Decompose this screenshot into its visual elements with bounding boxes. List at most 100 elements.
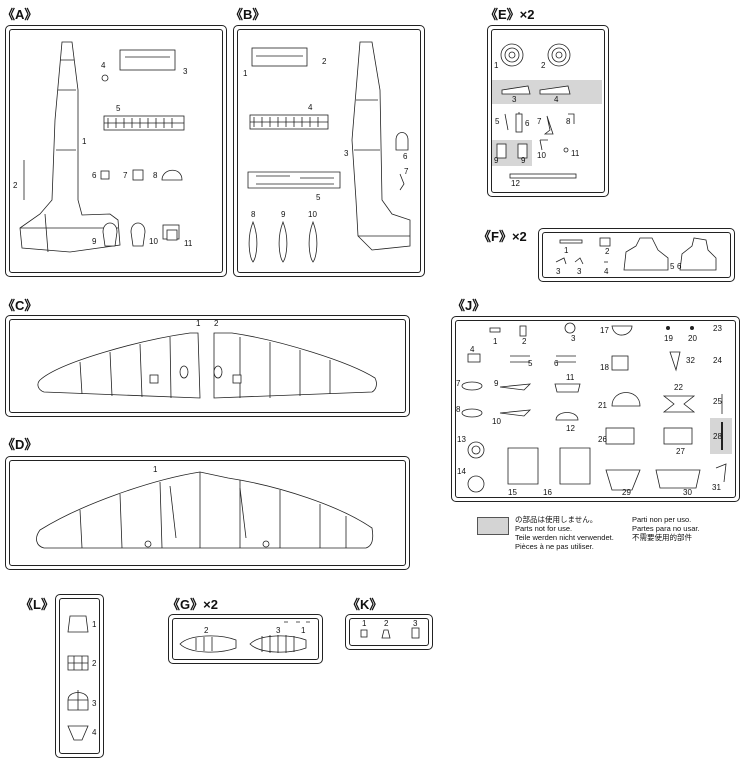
j-part-16: 16 [543,488,552,497]
b-part-5: 5 [316,193,321,202]
c-part-2: 2 [214,319,219,328]
a-part-8: 8 [153,171,158,180]
sheet-label-a: 《A》 [2,7,38,22]
unused-parts-swatch [477,517,509,535]
b-part-4: 4 [308,103,313,112]
j-part-18: 18 [600,363,609,372]
j-part-11: 11 [566,373,575,382]
j-part-24: 24 [713,356,722,365]
j-part-30: 30 [683,488,692,497]
j-part-19: 19 [664,334,673,343]
sheet-label-d: 《D》 [2,437,38,452]
legend-zh: 不需要使用的部件 [632,533,692,542]
j-part-32: 32 [686,356,695,365]
sprue-frame-d [5,456,410,570]
e-part-12: 12 [511,179,520,188]
sprue-frame-a [5,25,227,277]
e-part-8: 8 [566,117,571,126]
l-part-4: 4 [92,728,97,737]
sheet-label-j: 《J》 [452,298,486,313]
sprue-frame-j [451,316,740,502]
legend-jp: の部品は使用しません。 [515,515,598,524]
b-part-9: 9 [281,210,286,219]
j-part-23: 23 [713,324,722,333]
g-part-1: 1 [301,626,306,635]
b-part-2: 2 [322,57,327,66]
j-part-21: 21 [598,401,607,410]
e-part-10: 10 [537,151,546,160]
a-part-5: 5 [116,104,121,113]
j-part-6: 6 [554,359,559,368]
sheet-label-k: 《K》 [347,597,383,612]
l-part-1: 1 [92,620,97,629]
f-part-6: 6 [677,262,682,271]
sprue-frame-e [487,25,609,197]
legend-de: Teile werden nicht verwendet. [515,533,614,542]
j-part-22: 22 [674,383,683,392]
a-part-10: 10 [149,237,158,246]
e-part-11: 11 [571,149,580,158]
legend-es: Partes para no usar. [632,524,700,533]
a-part-7: 7 [123,171,128,180]
j-part-14: 14 [457,467,466,476]
sprue-frame-f [538,228,735,282]
b-part-3: 3 [344,149,349,158]
j-part-27: 27 [676,447,685,456]
j-part-10: 10 [492,417,501,426]
j-part-17: 17 [600,326,609,335]
e-part-4: 4 [554,95,559,104]
e-part-7: 7 [537,117,542,126]
legend-fr: Pièces à ne pas utiliser. [515,542,594,551]
d-part-1: 1 [153,465,158,474]
k-part-2: 2 [384,619,389,628]
sheet-label-b: 《B》 [230,7,266,22]
sheet-label-e: 《E》×2 [485,7,535,22]
f-part-4: 4 [604,267,609,276]
e-part-3: 3 [512,95,517,104]
e-part-9b: 9 [521,156,526,165]
g-part-2: 2 [204,626,209,635]
sprue-frame-k [345,614,433,650]
sheet-label-l: 《L》 [20,597,54,612]
f-part-2: 2 [605,247,610,256]
a-part-1: 1 [82,137,87,146]
e-part-2: 2 [541,61,546,70]
b-part-6: 6 [403,152,408,161]
j-part-20: 20 [688,334,697,343]
a-part-6: 6 [92,171,97,180]
a-part-11: 11 [184,239,193,248]
legend-en: Parts not for use. [515,524,573,533]
sheet-label-f: 《F》×2 [478,229,527,244]
j-part-12: 12 [566,424,575,433]
sheet-label-g: 《G》×2 [167,597,218,612]
sprue-frame-l [55,594,104,758]
j-part-13: 13 [457,435,466,444]
j-part-7: 7 [456,379,461,388]
e-part-1: 1 [494,61,499,70]
j-part-15: 15 [508,488,517,497]
j-part-2: 2 [522,337,527,346]
b-part-1: 1 [243,69,248,78]
e-part-9a: 9 [494,156,499,165]
j-part-25: 25 [713,397,722,406]
j-part-26: 26 [598,435,607,444]
k-part-1: 1 [362,619,367,628]
j-part-29: 29 [622,488,631,497]
f-part-5: 5 [670,262,675,271]
l-part-2: 2 [92,659,97,668]
a-part-2: 2 [13,181,18,190]
sprue-frame-b [233,25,425,277]
f-part-3b: 3 [577,267,582,276]
a-part-4: 4 [101,61,106,70]
j-part-1: 1 [493,337,498,346]
b-part-8: 8 [251,210,256,219]
